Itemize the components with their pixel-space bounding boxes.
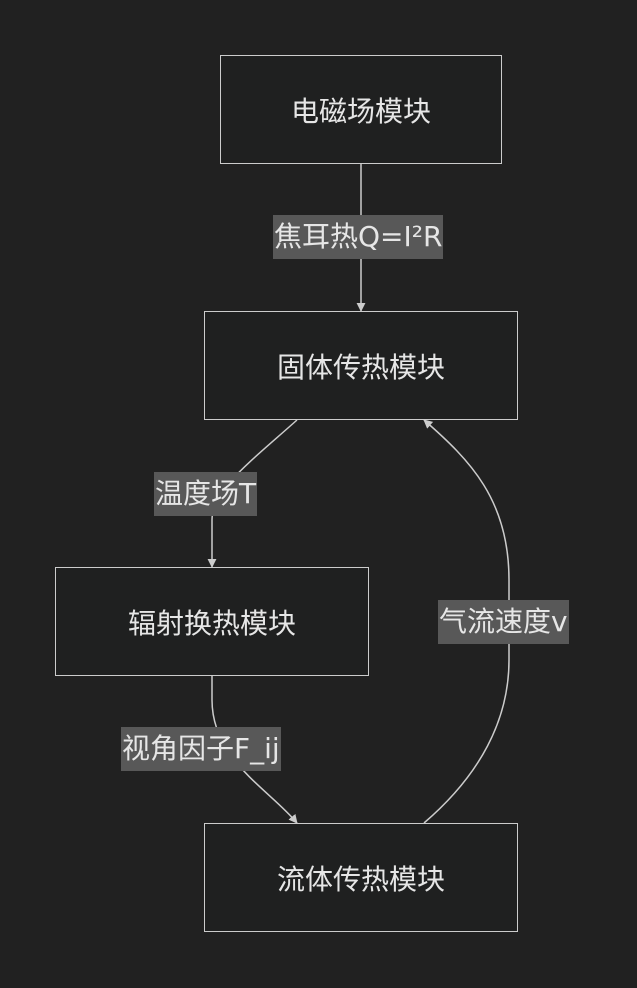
edge-label-view-factor: 视角因子F_ij bbox=[121, 727, 281, 771]
edge-fluid-to-solid bbox=[423, 419, 510, 824]
node-radiation-module[interactable]: 辐射换热模块 bbox=[55, 567, 369, 676]
node-solid-label: 固体传热模块 bbox=[276, 350, 445, 384]
edge-label-airflow-velocity: 气流速度v bbox=[438, 600, 569, 644]
node-em-label: 电磁场模块 bbox=[290, 94, 431, 128]
node-fluid-module[interactable]: 流体传热模块 bbox=[204, 823, 518, 932]
node-fluid-label: 流体传热模块 bbox=[276, 862, 445, 896]
edge-label-temperature-field: 温度场T bbox=[154, 472, 258, 516]
node-radiation-label: 辐射换热模块 bbox=[127, 606, 296, 640]
node-em-module[interactable]: 电磁场模块 bbox=[220, 55, 502, 164]
edge-label-joule-heat: 焦耳热Q=I²R bbox=[273, 215, 444, 259]
node-solid-module[interactable]: 固体传热模块 bbox=[204, 311, 518, 420]
